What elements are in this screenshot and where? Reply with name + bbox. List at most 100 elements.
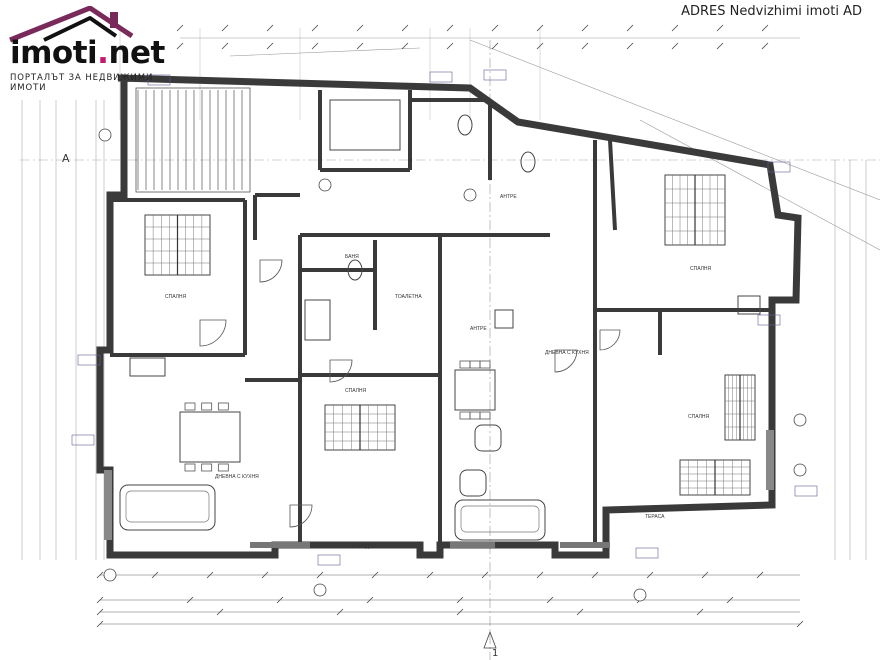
dimension-tick [646, 571, 654, 579]
dimension-tick [456, 596, 464, 604]
dimension-tick [401, 24, 409, 32]
dimension-tick [491, 42, 499, 50]
interior-wall [608, 139, 617, 231]
chair [459, 360, 471, 369]
dimension-tick [696, 608, 704, 616]
bed-bedroom-4 [724, 374, 756, 441]
dimension-tick [626, 24, 634, 32]
dimension-tick [366, 596, 374, 604]
walls [96, 74, 802, 559]
axis-label-1: 1 [492, 648, 499, 659]
dimension-tick [96, 596, 104, 604]
dimension-tick [581, 42, 589, 50]
room-label: СПАЛНЯ [690, 266, 712, 272]
dimension-tick [726, 596, 734, 604]
chair [184, 463, 196, 472]
toilet [347, 259, 363, 281]
axis-bubble [98, 128, 112, 142]
chair [479, 360, 491, 369]
axis-bubble [318, 178, 332, 192]
dimension-tick [221, 24, 229, 32]
sofa-cushion [125, 490, 210, 523]
kitchen-counter [737, 295, 761, 315]
chair [459, 411, 471, 420]
room-label: АНТРЕ [470, 326, 487, 332]
agency-watermark: ADRES Nedvizhimi imoti AD [681, 4, 862, 19]
axis-label-a: A [62, 152, 70, 165]
element-tag [147, 74, 171, 86]
armchair [474, 424, 502, 452]
dimension-tick [446, 42, 454, 50]
element-tag [794, 485, 818, 497]
stove [494, 309, 514, 329]
dimension-tick [316, 571, 324, 579]
dimension-tick [426, 571, 434, 579]
window [560, 542, 610, 548]
chair [469, 360, 481, 369]
dimension-tick [96, 620, 104, 628]
dimension-tick [536, 571, 544, 579]
toilet [520, 151, 536, 173]
dimension-tick [456, 608, 464, 616]
dimension-tick [446, 24, 454, 32]
axis-bubble [633, 588, 647, 602]
element-tag [483, 69, 507, 81]
dining-table [179, 411, 241, 463]
dimension-tick [761, 24, 769, 32]
dimension-tick [96, 608, 104, 616]
chair [217, 402, 229, 411]
chair [469, 411, 481, 420]
logo-dot: . [97, 35, 109, 71]
logo-wordmark: imoti.net [10, 36, 165, 70]
dimension-tick [671, 42, 679, 50]
sofa [454, 499, 546, 541]
dimension-tick [311, 42, 319, 50]
element-tag [757, 314, 781, 326]
furniture [119, 99, 761, 541]
room-label: КОРИДОР [352, 544, 377, 550]
bed-bedroom-5 [679, 459, 751, 496]
dimension-tick [261, 571, 269, 579]
staircase [135, 87, 251, 193]
dimension-line [229, 47, 421, 57]
dining-table [454, 369, 496, 411]
room-label: ТОАЛЕТНА [395, 294, 422, 300]
dimension-tick [546, 596, 554, 604]
dimension-grid [20, 28, 880, 660]
bed-bedroom-1 [144, 214, 211, 276]
window [766, 430, 774, 490]
dimension-tick [716, 24, 724, 32]
dimension-tick [186, 596, 194, 604]
sofa-cushion [460, 505, 540, 533]
dimension-tick [581, 24, 589, 32]
room-label: АНТРЕ [500, 194, 517, 200]
dimension-tick [356, 24, 364, 32]
door-swing [199, 319, 227, 347]
dimension-tick [536, 42, 544, 50]
room-label: ДНЕВНА С КУХНЯ [545, 350, 589, 356]
dimension-tick [576, 608, 584, 616]
dimension-tick [266, 24, 274, 32]
dimension-tick [761, 42, 769, 50]
door-swing [599, 329, 621, 351]
dimension-tick [716, 42, 724, 50]
sofa [119, 484, 216, 531]
dimension-tick [796, 620, 804, 628]
element-tag [767, 161, 791, 173]
dimension-tick [336, 608, 344, 616]
north-arrow-icon [483, 630, 497, 649]
window [450, 542, 495, 548]
imoti-logo: imoti.net ПОРТАЛЪТ ЗА НЕДВИЖИМИ ИМОТИ [6, 6, 176, 93]
bathtub [329, 99, 401, 151]
dimension-tick [96, 571, 104, 579]
room-label: СПАЛНЯ [345, 388, 367, 394]
dimension-tick [591, 571, 599, 579]
dimension-tick [401, 42, 409, 50]
dimension-tick [176, 42, 184, 50]
axis-bubble [463, 188, 477, 202]
stair-outline [135, 87, 251, 193]
chair [479, 411, 491, 420]
outer-wall [96, 74, 802, 559]
element-tag [429, 71, 453, 83]
